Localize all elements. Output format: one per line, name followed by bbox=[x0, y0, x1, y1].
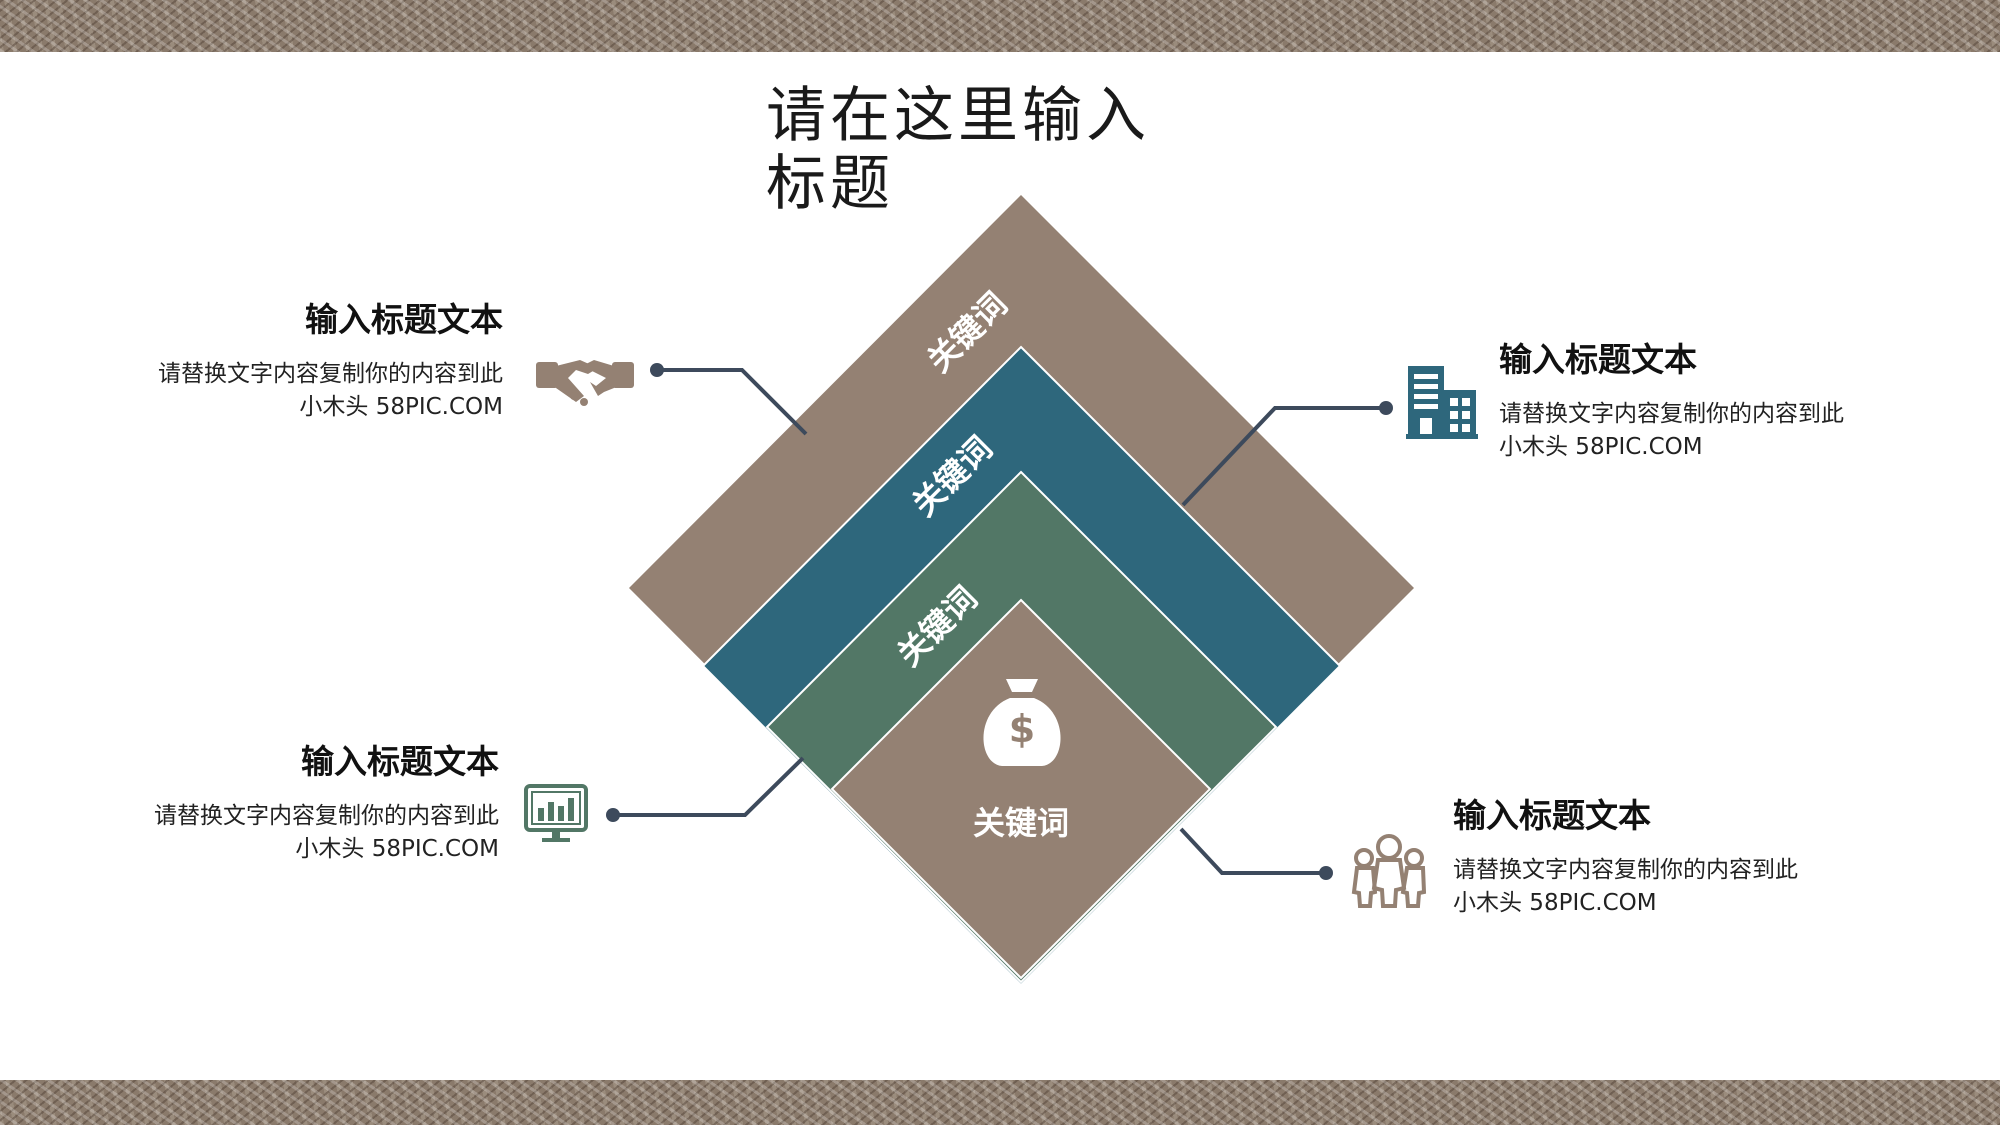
item-top-right-title: 输入标题文本 bbox=[1499, 340, 1697, 379]
item-bottom-right: 输入标题文本 请替换文字内容复制你的内容到此 小木头 58PIC.COM bbox=[1453, 796, 1798, 920]
item-bottom-left: 输入标题文本 请替换文字内容复制你的内容到此 小木头 58PIC.COM bbox=[154, 742, 499, 866]
item-top-right-line1: 请替换文字内容复制你的内容到此 bbox=[1499, 401, 1844, 427]
handshake-icon bbox=[536, 360, 634, 406]
item-bottom-right-line2: 小木头 58PIC.COM bbox=[1453, 890, 1657, 916]
money-bag-icon: $ bbox=[983, 679, 1061, 766]
monitor-chart-icon bbox=[524, 784, 588, 842]
connector-dot-top-right bbox=[1379, 401, 1393, 415]
building-icon bbox=[1406, 366, 1478, 439]
connector-dot-bottom-right bbox=[1319, 866, 1333, 880]
item-top-right-line2: 小木头 58PIC.COM bbox=[1499, 434, 1703, 460]
item-top-right: 输入标题文本 请替换文字内容复制你的内容到此 小木头 58PIC.COM bbox=[1499, 340, 1844, 464]
item-bottom-left-title: 输入标题文本 bbox=[301, 742, 499, 781]
svg-text:$: $ bbox=[1009, 707, 1035, 751]
connector-bottom-left bbox=[613, 756, 805, 817]
item-top-left-line2: 小木头 58PIC.COM bbox=[299, 394, 503, 420]
item-top-left-line1: 请替换文字内容复制你的内容到此 bbox=[158, 361, 503, 387]
connector-dot-bottom-left bbox=[606, 808, 620, 822]
people-group-icon bbox=[1351, 834, 1427, 908]
top-decorative-band bbox=[0, 0, 2000, 52]
item-top-left-title: 输入标题文本 bbox=[305, 300, 503, 339]
diamond-layer-4 bbox=[830, 598, 1212, 980]
item-bottom-right-line1: 请替换文字内容复制你的内容到此 bbox=[1453, 857, 1798, 883]
connector-top-right bbox=[1181, 406, 1386, 507]
item-bottom-left-line2: 小木头 58PIC.COM bbox=[295, 836, 499, 862]
connector-dot-top-left bbox=[650, 363, 664, 377]
item-bottom-left-line1: 请替换文字内容复制你的内容到此 bbox=[154, 803, 499, 829]
connector-bottom-right bbox=[1179, 827, 1326, 875]
layer-4-label: 关键词 bbox=[973, 804, 1069, 842]
connector-top-left bbox=[657, 368, 808, 436]
item-top-left: 输入标题文本 请替换文字内容复制你的内容到此 小木头 58PIC.COM bbox=[158, 300, 503, 424]
item-bottom-right-title: 输入标题文本 bbox=[1453, 796, 1651, 835]
slide-title: 请在这里输入 标题 bbox=[766, 81, 1150, 219]
bottom-decorative-band bbox=[0, 1080, 2000, 1125]
